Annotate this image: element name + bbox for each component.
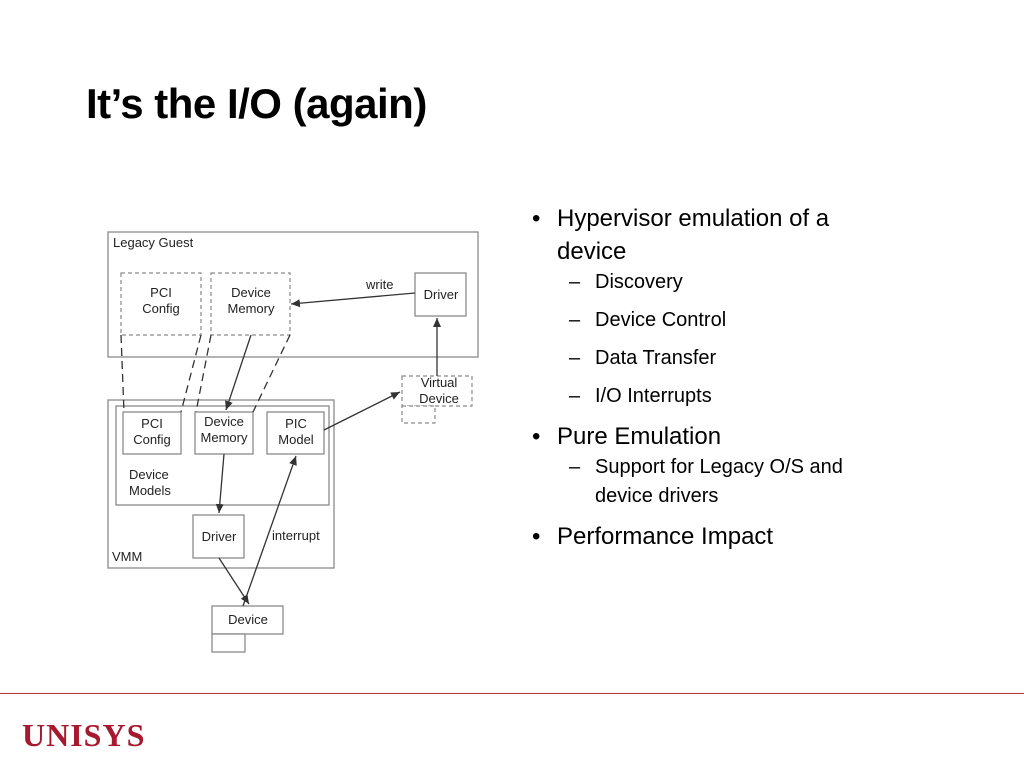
guest-pci-config-line1: PCI: [150, 285, 172, 300]
guest-device-memory-box: [210, 272, 291, 336]
virtual-device-line1: Virtual: [421, 375, 458, 390]
device-box: [211, 605, 284, 635]
dash-marker: –: [569, 456, 581, 478]
sub-bullet-data-transfer: –Data Transfer: [557, 344, 932, 373]
pci-projection-right: [180, 334, 202, 413]
vmm-pic-model-line1: PIC: [285, 416, 307, 431]
guest-device-memory-line1: Device: [231, 285, 271, 300]
device-label: Device: [228, 612, 268, 627]
guest-pci-config-line2: Config: [142, 301, 180, 316]
memory-to-driver-arrow: [215, 453, 225, 514]
bullet-list: • Hypervisor emulation of a device –Disc…: [532, 202, 932, 557]
bullet-text: Performance Impact: [557, 523, 774, 550]
vmm-driver-label: Driver: [202, 529, 237, 544]
vmm-device-memory-line1: Device: [204, 414, 244, 429]
memory-trap-arrow: [225, 334, 252, 411]
virtual-device-stub: [401, 405, 436, 424]
sub-bullet-text: Data Transfer: [595, 347, 717, 369]
vmm-pic-model-box: [266, 411, 325, 455]
sub-bullet-text: Discovery: [595, 271, 683, 293]
vmm-pci-config-box: [122, 411, 182, 455]
bullet-performance-impact: • Performance Impact: [532, 520, 932, 553]
legacy-guest-label: Legacy Guest: [113, 235, 194, 250]
sub-bullet-text-line2: device drivers: [595, 485, 719, 507]
vmm-device-memory-box: [194, 411, 254, 455]
interrupt-label: interrupt: [272, 528, 320, 543]
footer-rule: [0, 693, 1024, 694]
bullet-marker: •: [532, 423, 541, 450]
dash-marker: –: [569, 347, 581, 369]
vmm-pci-config-line2: Config: [133, 432, 171, 447]
vmm-label: VMM: [112, 549, 142, 564]
virtual-device-line2: Device: [419, 391, 459, 406]
dash-marker: –: [569, 385, 581, 407]
sub-bullet-io-interrupts: –I/O Interrupts: [557, 382, 932, 411]
slide-title: It’s the I/O (again): [86, 80, 427, 127]
vmm-pic-model-line2: Model: [278, 432, 314, 447]
vmm-device-memory-line2: Memory: [201, 430, 248, 445]
bullet-marker: •: [532, 205, 541, 232]
memory-projection-right: [252, 334, 291, 413]
vmm-pci-config-line1: PCI: [141, 416, 163, 431]
dash-marker: –: [569, 309, 581, 331]
sub-bullet-text-line1: Support for Legacy O/S and: [595, 456, 843, 478]
pic-to-virtual-arrow: [323, 391, 401, 431]
write-label: write: [365, 277, 393, 292]
unisys-logo: UNISYS: [22, 717, 146, 753]
bullet-text-line2: device: [557, 238, 627, 265]
device-models-line1: Device: [129, 467, 169, 482]
bullet-hypervisor-emulation: • Hypervisor emulation of a device –Disc…: [532, 202, 932, 411]
memory-projection-left: [195, 334, 212, 413]
sub-bullet-text: Device Control: [595, 309, 727, 331]
bullet-marker: •: [532, 523, 541, 550]
sub-bullet-text: I/O Interrupts: [595, 385, 712, 407]
device-models-line2: Models: [129, 483, 171, 498]
write-arrow: [290, 292, 416, 308]
bullet-pure-emulation: • Pure Emulation –Support for Legacy O/S…: [532, 420, 932, 511]
guest-device-memory-line2: Memory: [228, 301, 275, 316]
dash-marker: –: [569, 271, 581, 293]
device-stub: [211, 633, 246, 653]
sub-bullet-discovery: –Discovery: [557, 268, 932, 297]
bullet-text-line1: Hypervisor emulation of a: [557, 205, 830, 232]
guest-driver-box: [414, 272, 467, 317]
guest-pci-config-box: [120, 272, 202, 336]
vmm-driver-box: [192, 514, 245, 559]
interrupt-arrow: [242, 455, 297, 607]
bullet-text: Pure Emulation: [557, 423, 722, 450]
sub-bullet-device-control: –Device Control: [557, 306, 932, 335]
driver-to-device-arrow: [218, 557, 250, 605]
sub-bullet-legacy-support: –Support for Legacy O/S and device driver…: [557, 453, 932, 511]
guest-driver-label: Driver: [424, 287, 459, 302]
